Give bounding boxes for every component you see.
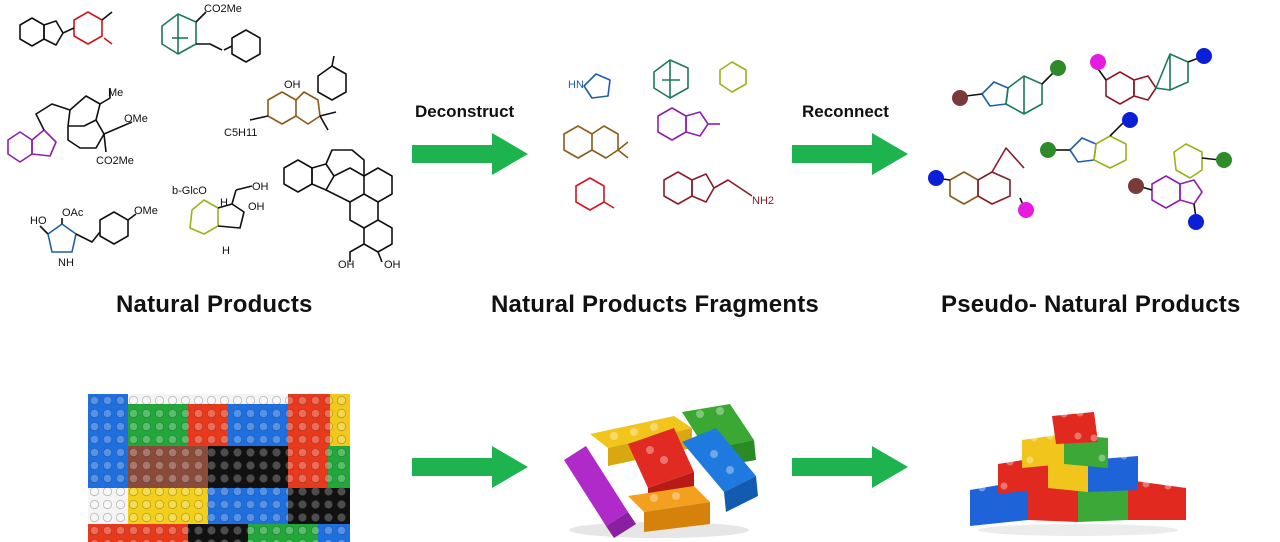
fragments-structures xyxy=(563,59,753,211)
label-hn-fragment: HN xyxy=(568,79,584,91)
tropane-structure xyxy=(161,13,197,55)
natural-products-title: Natural Products xyxy=(116,291,313,318)
dot-green-3 xyxy=(1216,152,1232,168)
label-c5h11: C5H11 xyxy=(224,127,258,139)
dot-blue-3 xyxy=(1122,112,1138,128)
lego-wall-image xyxy=(88,394,350,542)
pyrrolidine-structure xyxy=(47,223,77,253)
label-oh-top: OH xyxy=(284,79,301,91)
dot-green-2 xyxy=(1040,142,1056,158)
label-glco: b-GlcO xyxy=(172,185,207,197)
label-ome-mid: OMe xyxy=(124,113,148,125)
spirooxindole-structure xyxy=(7,88,133,163)
dot-magenta-1 xyxy=(1090,54,1106,70)
label-oh-yoh: OH xyxy=(338,259,355,271)
dot-blue-4 xyxy=(1188,214,1204,230)
tropane-fragment xyxy=(653,59,689,99)
label-oh-glc: OH xyxy=(252,181,269,193)
dot-brown-1 xyxy=(952,90,968,106)
reconnect-label: Reconnect xyxy=(802,102,889,121)
dihydropyran-fragment xyxy=(719,61,747,93)
dot-magenta-2 xyxy=(1018,202,1034,218)
dot-green-1 xyxy=(1050,60,1066,76)
label-co2me-top: CO2Me xyxy=(204,3,242,15)
label-oh-glc2: OH xyxy=(248,201,265,213)
label-co2me-mid: CO2Me xyxy=(96,155,134,167)
bottom-arrow-left xyxy=(412,446,528,488)
yohimbine-structure xyxy=(283,149,393,263)
chromane-structure xyxy=(267,91,321,125)
dihydropyran-structure xyxy=(189,199,219,235)
pyrrolidine-fragment xyxy=(583,73,611,99)
label-nh2: NH2 xyxy=(752,195,775,207)
indole-structure xyxy=(19,17,64,47)
label-ho: HO xyxy=(30,215,47,227)
fragments-title: Natural Products Fragments xyxy=(491,291,819,318)
dot-blue-2 xyxy=(928,170,944,186)
bottom-arrow-right xyxy=(792,446,908,488)
label-oac: OAc xyxy=(62,207,84,219)
oxindole-fragment xyxy=(657,107,720,141)
dot-brown-2 xyxy=(1128,178,1144,194)
pyrimidinone-fragment xyxy=(575,177,615,211)
deconstruct-arrow xyxy=(412,133,528,175)
natural-products-structures xyxy=(7,11,393,263)
tryptamine-fragment xyxy=(663,171,753,205)
chromane-fragment xyxy=(563,125,629,159)
label-h1: H xyxy=(220,197,228,209)
lego-pile-image xyxy=(564,404,758,538)
deconstruct-label: Deconstruct xyxy=(415,102,515,121)
pyrimidinone-structure xyxy=(73,11,113,45)
pseudo-natural-products-title: Pseudo- Natural Products xyxy=(941,291,1241,318)
label-ome-bottom: OMe xyxy=(134,205,158,217)
label-nh: NH xyxy=(58,257,74,269)
pseudo-np-structures xyxy=(928,48,1232,230)
lego-pyramid-image xyxy=(970,409,1186,536)
dot-blue-1 xyxy=(1196,48,1212,64)
reconnect-arrow xyxy=(792,133,908,175)
label-oh-yoh2: OH xyxy=(384,259,401,271)
label-me-top: Me xyxy=(108,87,124,99)
label-h2: H xyxy=(222,245,230,257)
